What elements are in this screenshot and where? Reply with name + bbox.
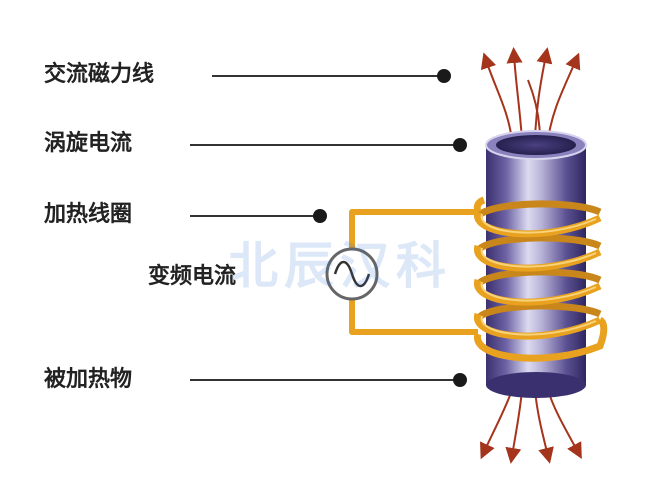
field-line (480, 389, 513, 460)
label-heating-coil: 加热线圈 (44, 202, 133, 227)
leader-dot-magnetic (437, 69, 451, 83)
leader-dot-coil (313, 209, 327, 223)
ac-source-symbol (325, 247, 379, 301)
leader-dot-eddy (453, 138, 467, 152)
field-line (480, 52, 513, 141)
field-line (534, 47, 553, 141)
coil-leads (349, 209, 478, 335)
field-line (505, 389, 523, 464)
watermark-logo-text: 北辰汉科 (228, 237, 452, 295)
workpiece-top-inner (496, 135, 576, 155)
field-line (547, 389, 582, 460)
workpiece-bottom (486, 372, 586, 398)
heating-coil-back (474, 200, 602, 321)
field-line (534, 389, 554, 464)
label-eddy-current: 涡旋电流 (44, 131, 133, 156)
field-line (506, 47, 523, 141)
label-heated-object: 被加热物 (44, 367, 133, 392)
label-magnetic-field-lines: 交流磁力线 (44, 62, 155, 87)
heating-coil-highlight (480, 213, 597, 336)
label-ac-current: 变频电流 (148, 264, 237, 289)
leader-lines (190, 69, 467, 387)
magnetic-field-lines-top (480, 47, 581, 141)
field-line (547, 52, 581, 141)
magnetic-field-lines-bottom (480, 389, 582, 464)
leader-dot-object (453, 373, 467, 387)
